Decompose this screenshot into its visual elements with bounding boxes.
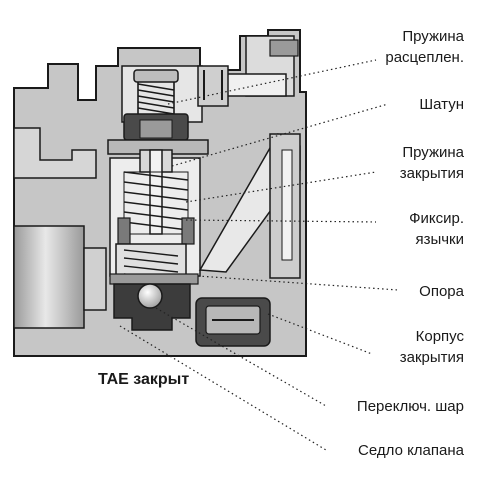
- release-spring: [137, 82, 175, 116]
- locking-tab-right: [181, 217, 195, 245]
- inner-spring: [123, 249, 179, 281]
- clamp-block-center: [139, 119, 173, 139]
- leader-support: [197, 275, 399, 291]
- label-switch-ball: Переключ. шар: [357, 396, 464, 417]
- top-plug-head: [269, 39, 299, 57]
- leader-lines: [119, 59, 399, 451]
- inlet-cylinder: [13, 225, 85, 329]
- leader-housing-close: [267, 313, 373, 355]
- label-spring-release: Пружина расцеплен.: [385, 26, 464, 68]
- label-support-text: Опора: [419, 283, 464, 300]
- label-spring-release-line2: расцеплен.: [385, 49, 464, 66]
- actuator-bracket-detail: [203, 70, 223, 100]
- leader-lock-tabs: [185, 219, 377, 223]
- label-support: Опора: [419, 281, 464, 302]
- label-housing-close-line2: закрытия: [399, 349, 464, 366]
- leader-switch-ball: [155, 307, 327, 407]
- label-rod: Шатун: [419, 94, 464, 115]
- closing-spring: [123, 171, 189, 235]
- support: [109, 273, 199, 285]
- switch-ball: [137, 283, 163, 309]
- figure-caption: TAE закрыт: [98, 371, 190, 388]
- label-spring-close-line2: закрытия: [399, 165, 464, 182]
- label-valve-seat: Седло клапана: [358, 440, 464, 461]
- label-housing-close: Корпус закрытия: [400, 326, 464, 368]
- housing-left-step: [13, 127, 97, 179]
- actuator-bracket: [197, 65, 229, 107]
- inlet-flange: [83, 247, 107, 311]
- leader-spring-close: [185, 171, 377, 203]
- label-switch-ball-text: Переключ. шар: [356, 398, 464, 415]
- right-guide-insert: [281, 149, 293, 261]
- label-housing-close-line1: Корпус: [415, 328, 464, 345]
- label-spring-close: Пружина закрытия: [400, 142, 464, 184]
- label-lock-tabs-line2: язычки: [415, 231, 464, 248]
- leader-rod: [171, 103, 389, 167]
- label-spring-close-line1: Пружина: [402, 144, 464, 161]
- locking-tab-left: [117, 217, 131, 245]
- release-spring-cap: [133, 69, 179, 83]
- label-spring-release-line1: Пружина: [402, 28, 464, 45]
- label-lock-tabs-line1: Фиксир.: [409, 210, 464, 227]
- label-lock-tabs: Фиксир. язычки: [409, 208, 464, 250]
- label-rod-text: Шатун: [419, 96, 464, 113]
- label-valve-seat-text: Седло клапана: [358, 442, 464, 459]
- rod: [149, 149, 163, 235]
